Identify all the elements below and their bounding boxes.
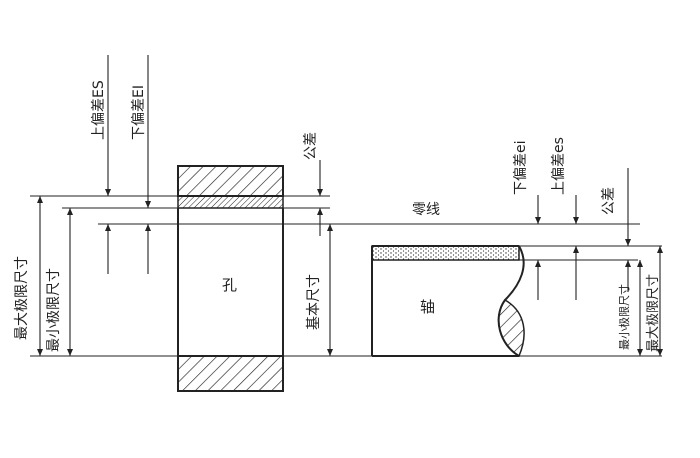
hole-upper-wall [177, 165, 284, 197]
max-limit-size-right-label: 最大极限尺寸 [646, 274, 661, 352]
hole-label: 孔 [222, 276, 237, 294]
hole-tolerance-zone [177, 195, 284, 209]
hole-part: 孔 [177, 165, 284, 392]
right-limit-dimensions [637, 246, 663, 356]
lower-deviation-ei-shaft-label: 下偏差ei [513, 140, 529, 195]
shaft-label: 轴 [420, 298, 435, 316]
min-limit-size-right-label: 最小极限尺寸 [617, 284, 631, 350]
shaft-deviation-arrows [535, 168, 631, 300]
basic-size-dimension [283, 224, 372, 357]
shaft-tolerance-label: 公差 [601, 187, 617, 215]
shaft-tolerance-zone [371, 245, 520, 261]
upper-deviation-es-label: 上偏差ES [91, 80, 107, 140]
basic-size-label: 基本尺寸 [305, 274, 322, 330]
zero-line-label: 零线 [412, 202, 440, 218]
max-limit-size-left-label: 最大极限尺寸 [14, 256, 30, 340]
hole-lower-wall [177, 355, 284, 392]
shaft-part: 轴 [371, 245, 525, 358]
left-limit-dimensions [30, 196, 178, 357]
hole-tolerance-label: 公差 [303, 132, 319, 160]
hole-deviation-arrows [105, 55, 323, 274]
shaft-break-section [497, 299, 525, 358]
hole-reference-lines [30, 195, 360, 225]
upper-deviation-es-shaft-label: 上偏差es [551, 137, 567, 195]
lower-deviation-ei-label: 下偏差EI [131, 85, 147, 140]
min-limit-size-left-label: 最小极限尺寸 [46, 268, 62, 352]
